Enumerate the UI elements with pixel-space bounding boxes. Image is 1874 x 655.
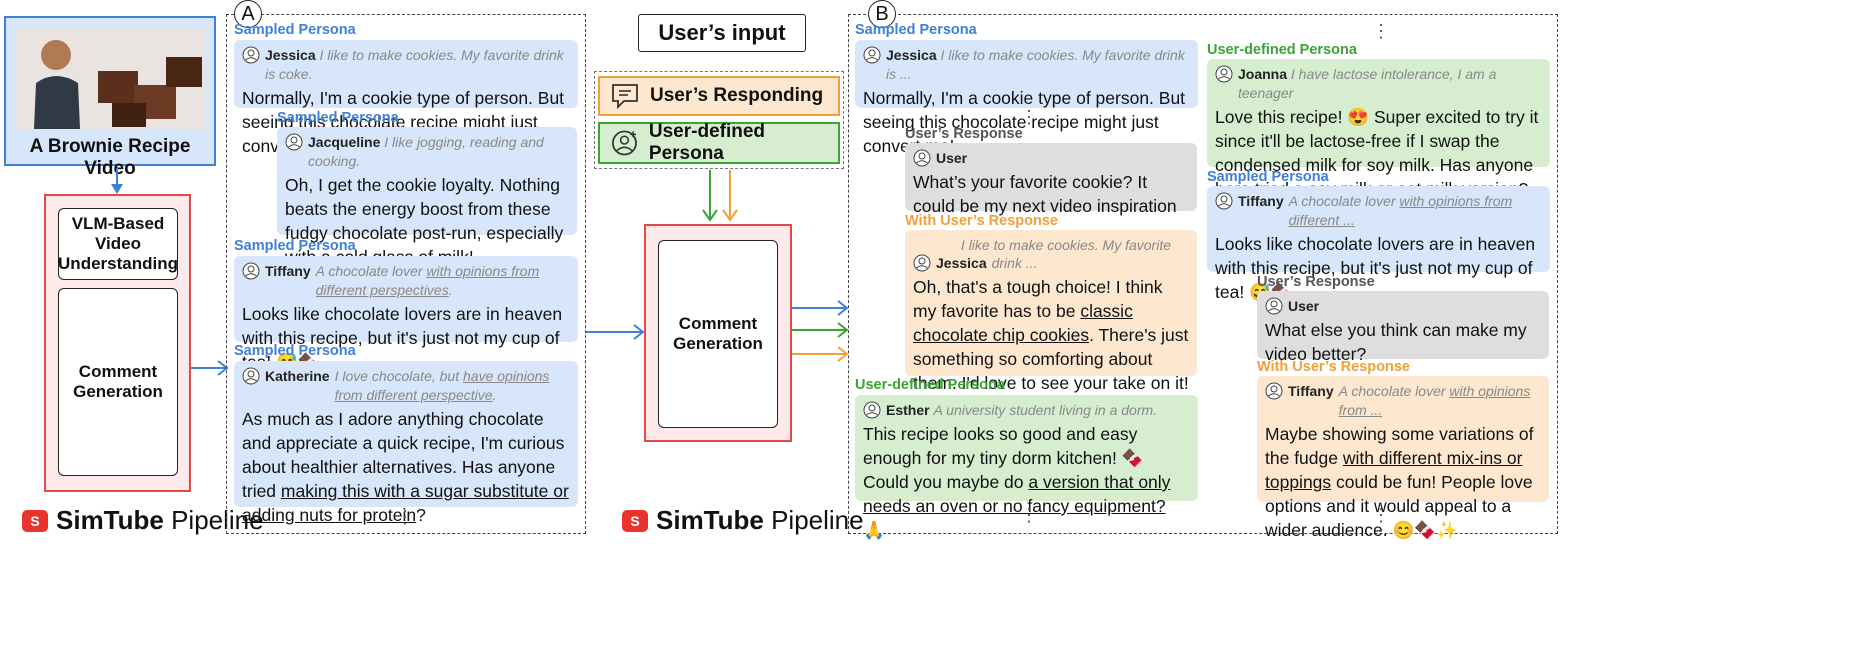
response-type: User’s Response [1257,274,1375,290]
more-ellipsis: ⋮ [1372,21,1390,41]
avatar-icon [1215,65,1233,83]
vlm-box: VLM-Based Video Understanding [58,208,178,280]
comment-card: Jessica I like to make cookies. My favor… [234,40,578,156]
panel-a [226,14,586,534]
user-responding-option[interactable]: User’s Responding [598,76,840,116]
persona-type: User-defined Persona [1207,42,1357,58]
add-user-icon [612,130,637,156]
comment-generation-box-middle: Comment Generation [658,240,778,428]
user-defined-persona-option[interactable]: User-defined Persona [598,121,840,164]
comment-card: Joanna I have lactose intolerance, I am … [1207,59,1550,199]
comment-generation-box-left: Comment Generation [58,288,178,476]
comment-card: Tiffany A chocolate lover with opinions … [1207,186,1550,302]
panel-b-label: B [868,0,896,28]
response-type: With User’s Response [1257,359,1410,375]
avatar-icon [913,254,931,272]
video-thumbnail-frame: A Brownie Recipe Video [4,16,216,179]
video-label: A Brownie Recipe Video [29,136,191,179]
comment-card: Jacqueline I like jogging, reading and c… [277,127,577,267]
persona-type: Sampled Persona [234,238,356,254]
more-ellipsis: ⋮ [1020,107,1038,127]
comment-card: I like to make cookies. My favorite Jess… [905,230,1197,393]
more-ellipsis: ⋮ [396,507,414,527]
video-thumbnail-image [16,27,206,129]
persona-type: Sampled Persona [234,22,356,38]
more-ellipsis: ⋮ [1372,505,1390,525]
avatar-icon [285,133,303,151]
comment-card: Jessica I like to make cookies. My favor… [855,40,1198,156]
panel-a-label: A [234,0,262,28]
comment-card: Esther A university student living in a … [855,395,1198,540]
avatar-icon [1265,382,1283,400]
avatar-icon [242,367,260,385]
avatar-icon [1215,192,1233,210]
persona-type: Sampled Persona [1207,169,1329,185]
avatar-icon [863,46,881,64]
persona-type: Sampled Persona [855,22,977,38]
response-type: User’s Response [905,126,1023,142]
avatar-icon [242,262,260,280]
pipeline-label-middle: S SimTube Pipeline [622,505,864,536]
simtube-logo-icon: S [22,509,48,532]
simtube-logo-icon: S [622,509,648,532]
user-input-group [594,71,844,169]
persona-type: Sampled Persona [277,110,399,126]
avatar-icon [1265,297,1283,315]
pipeline-label-left: S SimTube Pipeline [22,505,264,536]
user-response-card: User What’s your favorite cookie? It cou… [905,143,1197,216]
left-arrows [111,168,229,376]
comment-card: Tiffany A chocolate lover with opinions … [234,256,578,372]
persona-type: User-defined Persona [855,377,1005,393]
comment-card: Tiffany A chocolate lover with opinions … [1257,376,1549,540]
avatar-icon [913,149,931,167]
avatar-icon [242,46,260,64]
more-ellipsis: ⋮ [1020,505,1038,525]
comment-card: Katherine I love chocolate, but have opi… [234,361,578,525]
user-input-label: User’s input [638,14,806,52]
middle-arrows [586,170,849,362]
chat-icon [612,84,638,110]
avatar-icon [863,401,881,419]
panel-b [848,14,1558,534]
persona-type: Sampled Persona [234,343,356,359]
user-response-card: User What else you think can make my vid… [1257,291,1549,364]
response-type: With User’s Response [905,213,1058,229]
